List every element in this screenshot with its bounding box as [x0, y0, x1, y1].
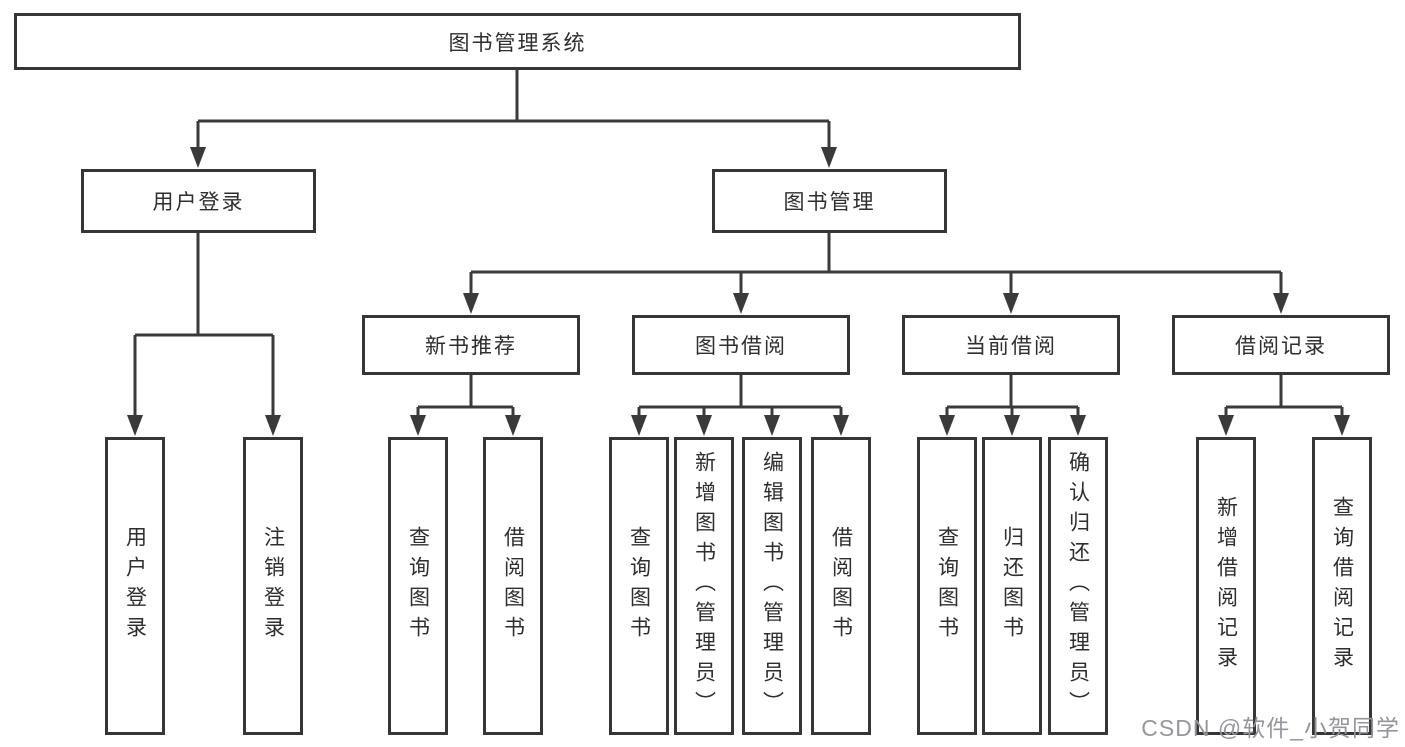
leaf-label: 查询图书: [627, 526, 651, 646]
leaf-logout: 注销登录: [243, 437, 303, 735]
arrow-down-icon: [1218, 415, 1234, 436]
arrow-down-icon: [1003, 293, 1019, 314]
leaf-label: 注销登录: [261, 526, 285, 646]
connector-book-management-children: [463, 233, 1289, 314]
node-book-borrowing: 图书借阅: [632, 315, 850, 375]
arrow-down-icon: [1273, 293, 1289, 314]
leaf-borrow-books-borrowing: 借阅图书: [811, 437, 871, 735]
leaf-add-book-admin: 新增图书（管理员）: [674, 437, 734, 735]
arrow-down-icon: [821, 147, 837, 168]
leaf-label: 查询借阅记录: [1330, 496, 1354, 676]
arrow-down-icon: [696, 415, 712, 436]
leaf-label: 查询图书: [935, 526, 959, 646]
arrow-down-icon: [631, 415, 647, 436]
node-new-book-recommendation: 新书推荐: [362, 315, 580, 375]
arrow-down-icon: [939, 415, 955, 436]
leaf-query-books-recommend: 查询图书: [388, 437, 448, 735]
leaf-confirm-return-admin: 确认归还（管理员）: [1048, 437, 1108, 735]
connector-borrowing-records-children: [1218, 375, 1350, 436]
arrow-down-icon: [505, 415, 521, 436]
connector-new-book-recommendation-children: [410, 375, 521, 436]
connector-book-borrowing-children: [631, 375, 849, 436]
node-borrowing-records: 借阅记录: [1172, 315, 1390, 375]
connector-user-login-children: [127, 233, 281, 436]
leaf-label: 用户登录: [123, 526, 147, 646]
arrow-down-icon: [127, 415, 143, 436]
csdn-watermark: CSDN @软件_小贺同学: [1141, 715, 1400, 741]
leaf-label: 新增借阅记录: [1214, 496, 1238, 676]
arrow-down-icon: [1004, 415, 1020, 436]
connector-root-to-level2: [190, 70, 837, 168]
node-library-management-system: 图书管理系统: [14, 13, 1021, 70]
leaf-borrow-books-recommend: 借阅图书: [483, 437, 543, 735]
leaf-query-books-current: 查询图书: [917, 437, 977, 735]
arrow-down-icon: [265, 415, 281, 436]
arrow-down-icon: [764, 415, 780, 436]
leaf-label: 确认归还（管理员）: [1066, 451, 1090, 721]
leaf-label: 借阅图书: [829, 526, 853, 646]
arrow-down-icon: [833, 415, 849, 436]
leaf-label: 新增图书（管理员）: [692, 451, 716, 721]
leaf-query-books-borrowing: 查询图书: [609, 437, 669, 735]
arrow-down-icon: [1334, 415, 1350, 436]
leaf-label: 编辑图书（管理员）: [760, 451, 784, 721]
leaf-query-borrow-record: 查询借阅记录: [1312, 437, 1372, 735]
arrow-down-icon: [410, 415, 426, 436]
leaf-label: 查询图书: [406, 526, 430, 646]
leaf-label: 归还图书: [1000, 526, 1024, 646]
leaf-edit-book-admin: 编辑图书（管理员）: [742, 437, 802, 735]
arrow-down-icon: [463, 293, 479, 314]
arrow-down-icon: [733, 293, 749, 314]
leaf-add-borrow-record: 新增借阅记录: [1196, 437, 1256, 735]
arrow-down-icon: [190, 147, 206, 168]
leaf-user-login: 用户登录: [105, 437, 165, 735]
connector-current-borrowing-children: [939, 375, 1086, 436]
node-book-management: 图书管理: [712, 169, 947, 233]
leaf-return-book: 归还图书: [982, 437, 1042, 735]
node-current-borrowing: 当前借阅: [902, 315, 1120, 375]
leaf-label: 借阅图书: [501, 526, 525, 646]
arrow-down-icon: [1070, 415, 1086, 436]
node-user-login: 用户登录: [81, 169, 316, 233]
